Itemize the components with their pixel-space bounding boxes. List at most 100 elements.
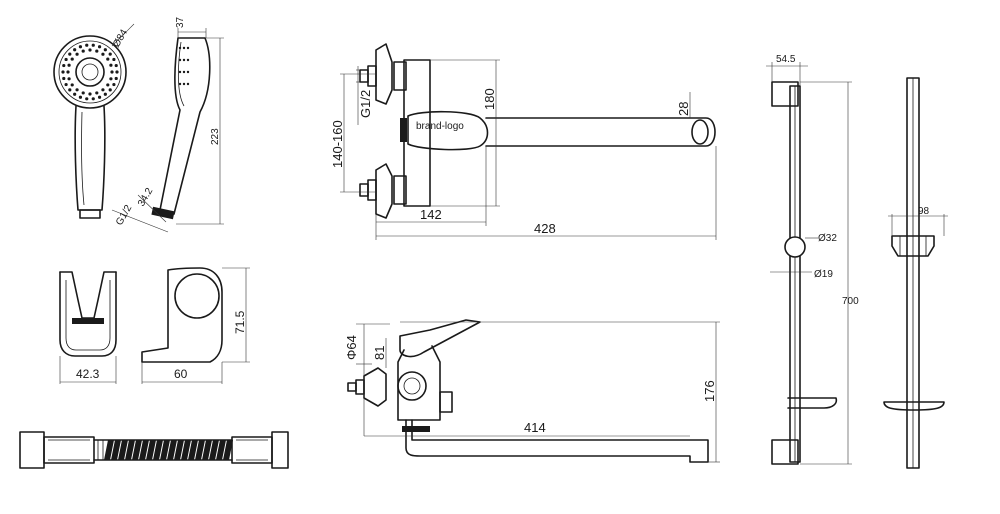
nozzle-dot xyxy=(75,88,79,92)
side-nozzle-dot xyxy=(178,70,182,74)
holder-height-label: 71.5 xyxy=(233,310,247,334)
hose-stripe xyxy=(132,440,142,460)
bar-slider-diameter-label: Ø32 xyxy=(818,233,837,244)
bar-holder-width-label: 98 xyxy=(918,206,930,217)
hose-stripe xyxy=(146,440,156,460)
nozzle-dot xyxy=(70,83,74,87)
nozzle-dot xyxy=(112,82,116,87)
handle-length-label: 223 xyxy=(210,128,221,145)
nozzle-dot xyxy=(91,43,95,47)
hose-stripe xyxy=(216,440,226,460)
side-nozzle-dot xyxy=(182,58,186,62)
hose-stripe xyxy=(195,440,205,460)
nozzle-dot xyxy=(110,70,114,74)
nozzle-dot xyxy=(106,83,110,87)
mixer-height-label: 180 xyxy=(482,88,497,110)
nozzle-dot xyxy=(64,57,68,62)
nozzle-dot xyxy=(61,70,65,74)
nozzle-dot xyxy=(78,45,83,49)
nozzle-dot xyxy=(67,63,71,67)
hose-stripe xyxy=(209,440,219,460)
side-nozzle-dot xyxy=(178,46,182,50)
wall-mixer-top-view: brand-logo 180 28 140-160 G1/2 142 428 xyxy=(330,43,717,240)
mixer-inlet-label: G1/2 xyxy=(358,90,373,118)
nozzle-dot xyxy=(91,97,95,101)
nozzle-dot xyxy=(64,82,68,87)
nozzle-dot xyxy=(62,76,66,81)
nozzle-dot xyxy=(103,48,107,52)
nozzle-dot xyxy=(103,92,107,96)
handle-grip-label: 34.2 xyxy=(136,186,155,209)
nozzle-dot xyxy=(114,76,118,81)
spout-reach-label: 428 xyxy=(534,221,556,236)
nozzle-dot xyxy=(114,63,118,68)
nozzle-dot xyxy=(95,49,99,53)
nozzle-dot xyxy=(101,52,105,56)
side-nozzle-dot xyxy=(186,70,190,74)
nozzle-dot xyxy=(85,43,89,47)
holder-width-label: 42.3 xyxy=(76,367,100,381)
nozzle-dot xyxy=(78,95,83,99)
mixer-brand-logo: brand-logo xyxy=(416,121,464,132)
nozzle-dot xyxy=(97,95,102,99)
hose-stripe xyxy=(125,440,135,460)
hose-stripe xyxy=(167,440,177,460)
hose-stripe xyxy=(153,440,163,460)
holder-depth-label: 60 xyxy=(174,367,188,381)
nozzle-dot xyxy=(109,63,113,67)
side-nozzle-dot xyxy=(186,82,190,86)
nozzle-dot xyxy=(88,92,92,96)
side-offset-label: 81 xyxy=(372,346,387,360)
bar-length-label: 700 xyxy=(842,296,859,307)
holder-side-view: 60 71.5 xyxy=(141,267,250,384)
mixer-center-distance-label: 140-160 xyxy=(330,120,345,168)
side-height-label: 176 xyxy=(702,380,717,402)
nozzle-dot xyxy=(66,70,70,74)
hose-stripe xyxy=(160,440,170,460)
side-nozzle-dot xyxy=(182,82,186,86)
hose-braid-stripes xyxy=(97,440,233,460)
nozzle-dot xyxy=(95,91,99,95)
holder-front-view: 42.3 xyxy=(59,271,117,384)
nozzle-dot xyxy=(81,91,85,95)
hose-stripe xyxy=(223,440,233,460)
nozzle-dot xyxy=(81,49,85,53)
head-depth-label: 37 xyxy=(175,16,186,28)
side-nozzle-dot xyxy=(182,46,186,50)
hose-stripe xyxy=(111,440,121,460)
side-nozzle-dot xyxy=(186,58,190,62)
nozzle-dot xyxy=(97,45,102,49)
hand-shower-side-view: 37 223 34.2 G1/2 xyxy=(111,16,224,233)
nozzle-dot xyxy=(68,52,72,56)
shower-hose xyxy=(19,431,289,469)
bar-bracket-label: 54.5 xyxy=(776,54,796,65)
nozzle-dot xyxy=(73,92,77,96)
nozzle-pattern xyxy=(61,43,119,101)
shower-bar-side-view: 98 xyxy=(883,77,948,469)
nozzle-dot xyxy=(115,70,119,74)
side-body-diameter-label: Φ64 xyxy=(344,335,359,360)
shower-bar-front-view: 54.5 Ø32 Ø19 700 xyxy=(766,54,859,465)
mixer-body-offset-label: 142 xyxy=(420,207,442,222)
side-nozzle-dots xyxy=(178,46,190,86)
side-nozzle-dot xyxy=(186,46,190,50)
hose-stripe xyxy=(104,440,114,460)
side-nozzle-dot xyxy=(182,70,186,74)
hose-stripe xyxy=(139,440,149,460)
nozzle-dot xyxy=(109,77,113,81)
hose-stripe xyxy=(181,440,191,460)
nozzle-dot xyxy=(73,48,77,52)
nozzle-dot xyxy=(67,77,71,81)
nozzle-dot xyxy=(108,52,112,56)
wall-mixer-side-view: 176 Φ64 81 414 xyxy=(344,319,720,463)
nozzle-dot xyxy=(101,88,105,92)
nozzle-dot xyxy=(88,48,92,52)
handle-thread-label: G1/2 xyxy=(114,203,135,228)
hose-stripe xyxy=(202,440,212,460)
bar-rod-diameter-label: Ø19 xyxy=(814,269,833,280)
nozzle-dot xyxy=(75,52,79,56)
spout-diameter-label: 28 xyxy=(676,102,691,116)
nozzle-dot xyxy=(108,88,112,92)
